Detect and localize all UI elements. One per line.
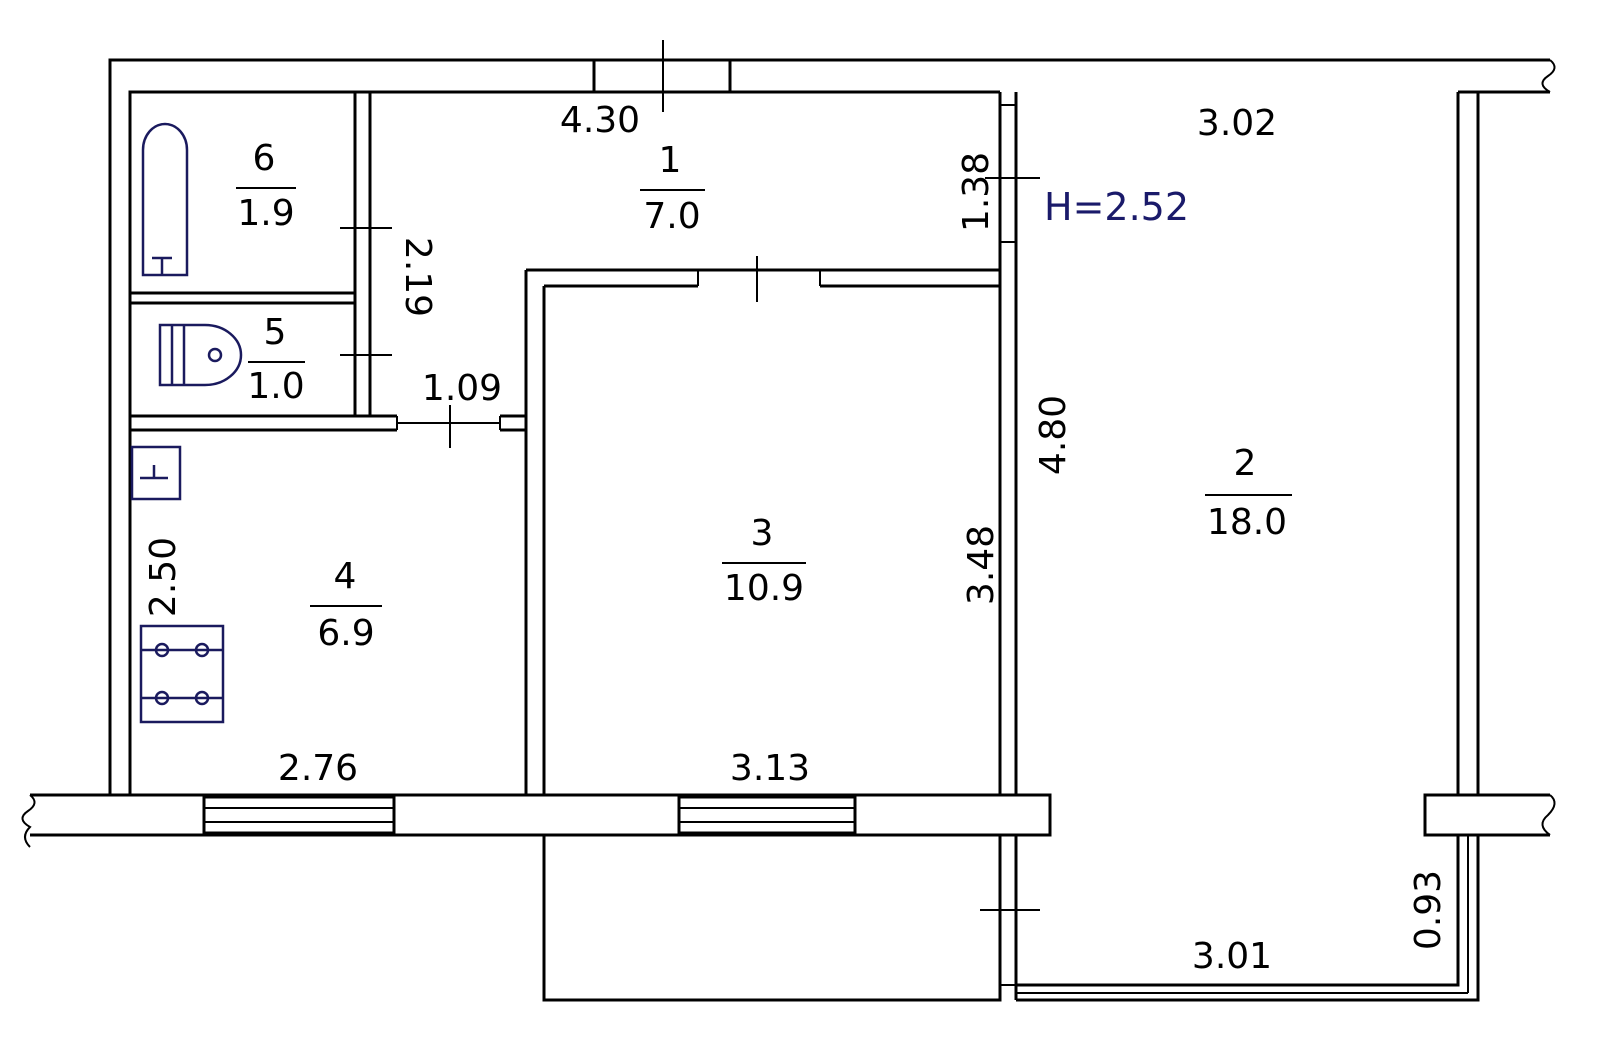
balcony <box>542 835 1480 1002</box>
room-area: 7.0 <box>643 196 700 237</box>
dim-room2-length: 4.80 <box>1033 395 1074 475</box>
room-area: 10.9 <box>724 568 804 609</box>
room-label-4: 4 6.9 <box>310 556 382 654</box>
room-number: 3 <box>751 513 774 554</box>
dim-hall-depth: 1.38 <box>956 152 997 232</box>
room-label-6: 6 1.9 <box>236 138 296 234</box>
room-number: 5 <box>264 312 287 353</box>
window-kitchen <box>202 795 396 835</box>
dim-kitchen-width: 2.76 <box>278 748 358 789</box>
room-number: 4 <box>334 556 357 597</box>
dim-room3-width: 3.13 <box>730 748 810 789</box>
dim-kitchen-depth: 2.50 <box>143 537 184 617</box>
dim-balcony-depth: 0.93 <box>1408 870 1449 950</box>
room-area: 6.9 <box>317 613 374 654</box>
room-number: 1 <box>659 140 682 181</box>
dim-room2-width: 3.02 <box>1197 103 1277 144</box>
dim-balcony-width: 3.01 <box>1192 936 1272 977</box>
exterior-walls <box>21 40 1556 848</box>
sink-icon <box>130 445 182 501</box>
dim-bath-depth: 2.19 <box>397 237 438 317</box>
room-label-3: 3 10.9 <box>722 513 806 609</box>
room-label-1: 1 7.0 <box>640 140 705 237</box>
room-area: 18.0 <box>1207 502 1287 543</box>
toilet-icon <box>158 323 243 387</box>
stove-icon <box>139 624 225 724</box>
ceiling-height-label: H=2.52 <box>1044 185 1189 229</box>
room-number: 6 <box>253 138 276 179</box>
room-label-2: 2 18.0 <box>1205 443 1292 543</box>
dim-room3-depth: 3.48 <box>961 525 1002 605</box>
dim-corridor: 1.09 <box>422 368 502 409</box>
bathtub-icon <box>141 122 189 277</box>
room-label-5: 5 1.0 <box>247 312 305 407</box>
dim-hall-length: 4.30 <box>560 100 640 141</box>
room-area: 1.9 <box>237 193 294 234</box>
room-number: 2 <box>1234 443 1257 484</box>
room-area: 1.0 <box>247 366 304 407</box>
interior-walls <box>130 92 1040 795</box>
dimension-labels: 4.30 3.02 1.38 2.19 1.09 4.80 3.48 2.50 … <box>143 100 1449 977</box>
window-room3 <box>677 795 857 835</box>
